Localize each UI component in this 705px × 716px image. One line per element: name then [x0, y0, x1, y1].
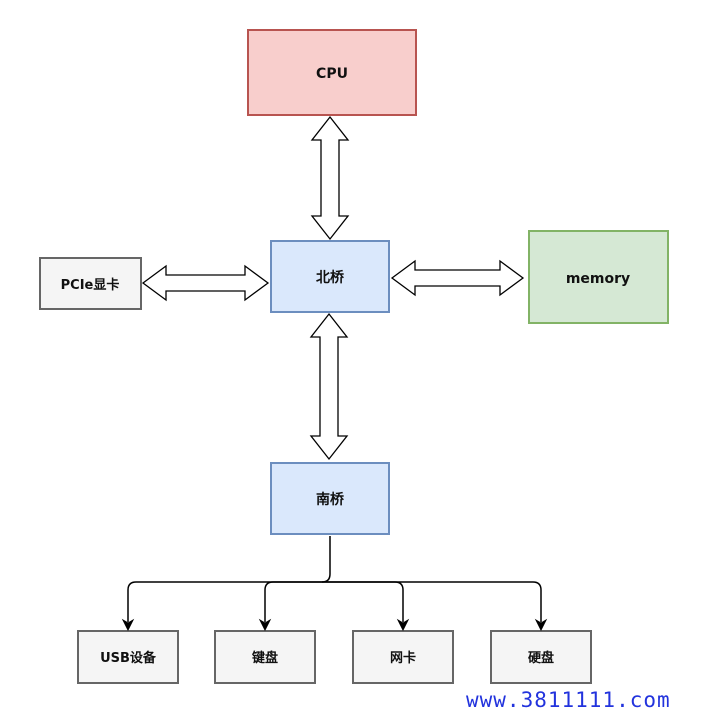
hard-disk-box [490, 630, 592, 684]
nic-label: 网卡 [390, 650, 416, 666]
southbridge-arrowheads [121, 618, 548, 632]
north-bridge-box [270, 240, 390, 313]
pcie-gpu-box [39, 257, 142, 310]
pcie-northbridge-arrow [141, 264, 270, 302]
northbridge-memory-arrow [390, 259, 525, 297]
southbridge-connectors [127, 536, 542, 622]
watermark: www.3811111.com [466, 688, 671, 712]
arrowhead-usb [121, 618, 135, 632]
nic-node: 网卡 [352, 630, 454, 684]
cpu-box [247, 29, 417, 116]
hard-disk-label: 硬盘 [528, 650, 554, 666]
arrowhead-hard-disk [534, 618, 548, 632]
usb-device-box [77, 630, 179, 684]
northbridge-southbridge-arrow [309, 312, 349, 461]
connector-hard-disk [330, 581, 542, 622]
memory-label: memory [566, 271, 630, 287]
memory-node: memory [528, 230, 669, 324]
pcie-gpu-label: PCIe显卡 [61, 277, 120, 293]
keyboard-node: 键盘 [214, 630, 316, 684]
cpu-northbridge-arrow [310, 115, 350, 241]
north-bridge-label: 北桥 [316, 269, 345, 286]
pcie-gpu-node: PCIe显卡 [39, 257, 142, 310]
keyboard-box [214, 630, 316, 684]
cpu-label: CPU [316, 66, 348, 82]
nic-box [352, 630, 454, 684]
connector-usb [127, 581, 330, 622]
connector-nic [330, 581, 404, 622]
arrowhead-nic [396, 618, 410, 632]
arrowhead-keyboard [258, 618, 272, 632]
connector-keyboard [264, 581, 330, 622]
south-bridge-node: 南桥 [270, 462, 390, 535]
usb-device-label: USB设备 [100, 650, 157, 666]
south-bridge-box [270, 462, 390, 535]
south-bridge-label: 南桥 [316, 491, 345, 508]
memory-box [528, 230, 669, 324]
keyboard-label: 键盘 [251, 650, 278, 666]
hard-disk-node: 硬盘 [490, 630, 592, 684]
usb-device-node: USB设备 [77, 630, 179, 684]
north-bridge-node: 北桥 [270, 240, 390, 313]
southbridge-trunk [321, 536, 331, 583]
cpu-node: CPU [247, 29, 417, 116]
